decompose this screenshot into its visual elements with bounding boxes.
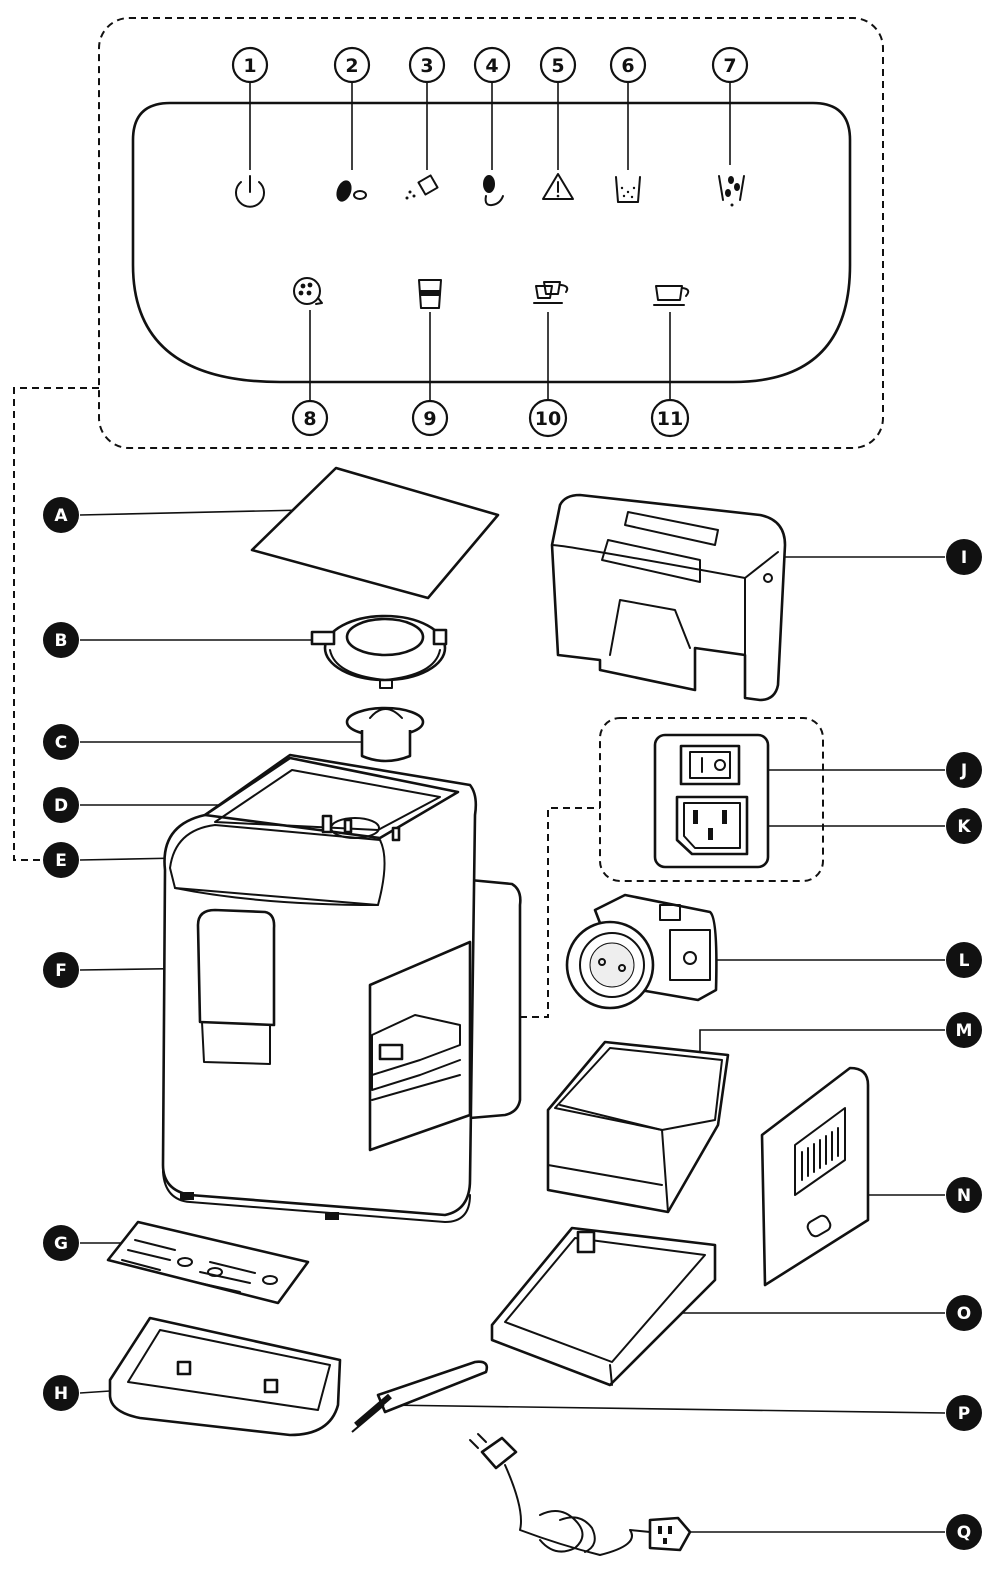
callout-k: K xyxy=(946,808,982,844)
part-jk-power-panel xyxy=(599,717,824,882)
machine-body xyxy=(161,753,522,1223)
single-cup-icon xyxy=(653,285,690,306)
part-q-power-cord xyxy=(469,1433,692,1556)
part-i-container xyxy=(550,493,787,702)
callout-7: 7 xyxy=(711,46,749,84)
svg-text:H: H xyxy=(54,1384,68,1404)
part-a-lid xyxy=(250,466,500,600)
callout-q: Q xyxy=(946,1514,982,1550)
callout-e: E xyxy=(43,842,79,878)
cup-volume-icon xyxy=(418,279,442,309)
svg-text:C: C xyxy=(55,733,67,753)
callout-10: 10 xyxy=(528,398,568,438)
part-l-brew-unit xyxy=(565,893,718,1010)
svg-text:10: 10 xyxy=(535,408,561,430)
svg-text:7: 7 xyxy=(723,55,736,77)
callout-n: N xyxy=(946,1177,982,1213)
svg-text:11: 11 xyxy=(657,408,683,430)
svg-text:P: P xyxy=(958,1404,970,1424)
svg-text:9: 9 xyxy=(423,408,436,430)
water-tank-icon xyxy=(615,176,641,203)
part-g-drip-grid xyxy=(106,1220,310,1305)
callout-o: O xyxy=(946,1295,982,1331)
callout-l: L xyxy=(946,942,982,978)
callout-m: M xyxy=(946,1012,982,1048)
svg-text:3: 3 xyxy=(420,55,433,77)
callout-j: J xyxy=(946,752,982,788)
svg-text:L: L xyxy=(959,951,970,971)
callout-f: F xyxy=(43,952,79,988)
svg-text:F: F xyxy=(55,961,67,981)
part-n-side-door xyxy=(760,1066,870,1287)
svg-text:N: N xyxy=(957,1186,971,1206)
callout-b: B xyxy=(43,622,79,658)
callout-3: 3 xyxy=(408,46,446,84)
svg-text:8: 8 xyxy=(303,408,316,430)
svg-text:2: 2 xyxy=(345,55,358,77)
svg-text:O: O xyxy=(957,1304,971,1324)
callout-8: 8 xyxy=(291,399,329,437)
callout-1: 1 xyxy=(231,46,269,84)
coffee-strength-icon xyxy=(293,277,323,305)
back-to-switch-connector xyxy=(520,807,600,1018)
part-m-coffee-grounds-drawer xyxy=(546,1040,730,1214)
svg-text:M: M xyxy=(956,1021,973,1041)
part-h-drip-tray xyxy=(108,1316,342,1437)
part-letter-callouts: A B C D E F G H I J K L M N O P Q xyxy=(43,497,982,1550)
callout-5: 5 xyxy=(539,46,577,84)
callout-2: 2 xyxy=(333,46,371,84)
callout-i: I xyxy=(946,539,982,575)
svg-text:G: G xyxy=(54,1234,68,1254)
control-panel-detail xyxy=(13,17,884,861)
panel-number-callouts: 1 2 3 4 5 6 7 8 9 10 11 xyxy=(231,46,749,438)
panel-to-e-connector xyxy=(13,387,99,861)
power-icon xyxy=(235,175,265,208)
coffee-bean-icon xyxy=(336,180,367,202)
svg-text:1: 1 xyxy=(243,55,256,77)
svg-text:5: 5 xyxy=(551,55,564,77)
switch-dashed-frame xyxy=(599,717,824,882)
svg-text:6: 6 xyxy=(621,55,634,77)
svg-text:D: D xyxy=(54,796,68,816)
panel-dashed-frame xyxy=(98,17,884,449)
double-cup-icon xyxy=(533,281,569,304)
callout-d: D xyxy=(43,787,79,823)
svg-text:A: A xyxy=(54,506,68,526)
ground-coffee-scoop-icon xyxy=(405,174,439,200)
callout-a: A xyxy=(43,497,79,533)
callout-4: 4 xyxy=(473,46,511,84)
callout-11: 11 xyxy=(650,398,690,438)
svg-text:J: J xyxy=(960,761,967,781)
callout-g: G xyxy=(43,1225,79,1261)
callout-c: C xyxy=(43,724,79,760)
svg-text:Q: Q xyxy=(957,1523,971,1543)
svg-text:K: K xyxy=(957,817,971,837)
bean-hopper-icon xyxy=(718,175,745,207)
callout-h: H xyxy=(43,1375,79,1411)
callout-6: 6 xyxy=(609,46,647,84)
part-p-cleaning-brush xyxy=(351,1360,489,1433)
callout-9: 9 xyxy=(411,399,449,437)
descaling-icon xyxy=(483,175,504,207)
callout-p: P xyxy=(946,1395,982,1431)
svg-text:4: 4 xyxy=(485,55,498,77)
part-o-drip-tray xyxy=(490,1226,717,1387)
warning-triangle-icon xyxy=(542,173,574,200)
part-c-burr xyxy=(345,706,425,763)
svg-text:B: B xyxy=(55,631,68,651)
svg-text:I: I xyxy=(961,548,967,568)
svg-text:E: E xyxy=(55,851,67,871)
part-b-grinder-adjuster xyxy=(310,614,448,689)
